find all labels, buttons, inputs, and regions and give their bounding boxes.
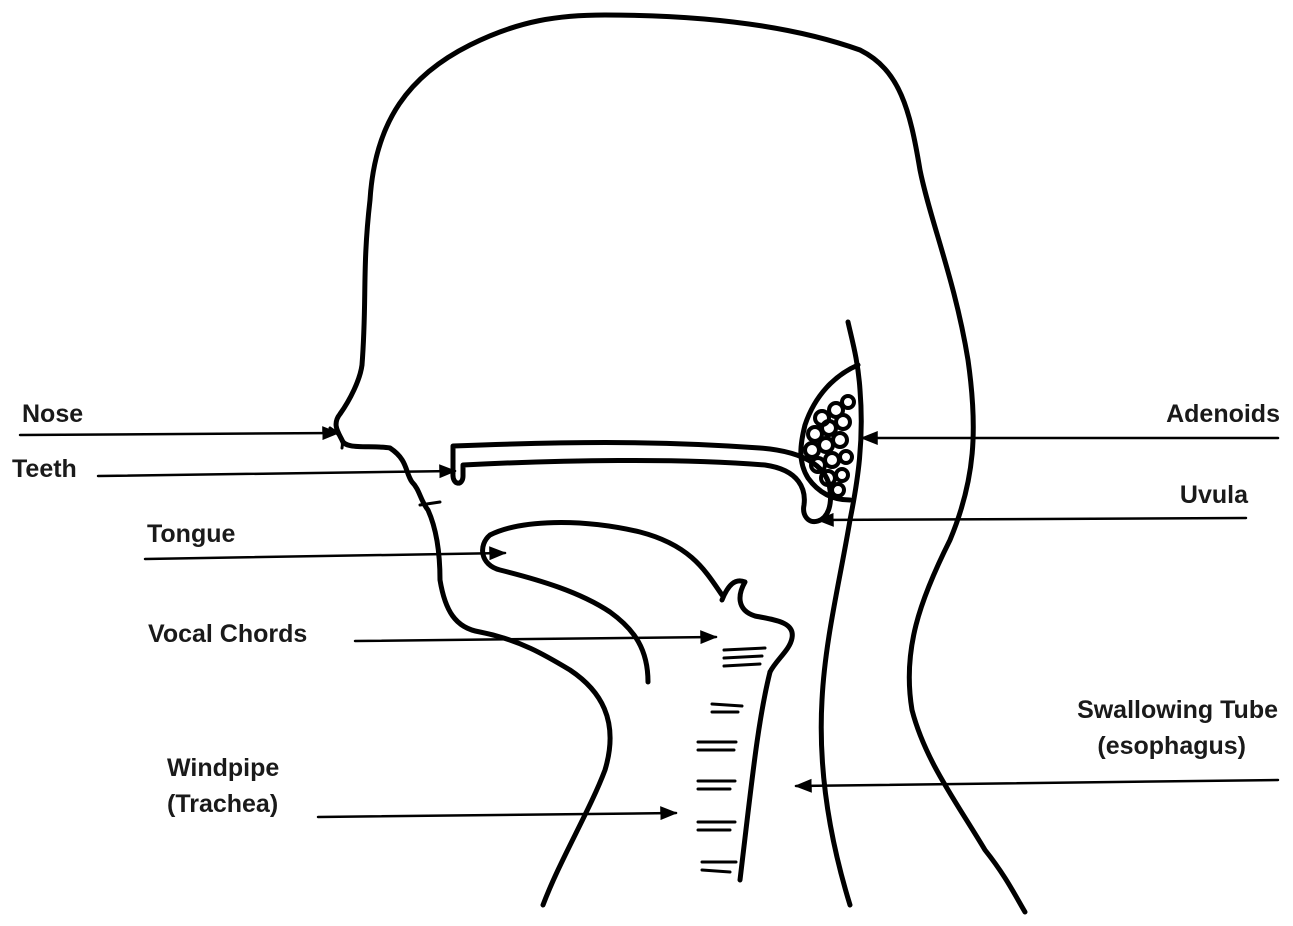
label-teeth: Teeth xyxy=(12,455,77,483)
vocal-chords-leader xyxy=(355,637,716,641)
palate xyxy=(453,443,831,522)
label-esophagus: (esophagus) xyxy=(1097,732,1246,760)
label-windpipe: Windpipe xyxy=(167,754,279,782)
label-tongue: Tongue xyxy=(147,520,235,548)
nose-leader xyxy=(20,433,338,435)
label-trachea: (Trachea) xyxy=(167,790,278,818)
uvula-leader xyxy=(818,518,1246,520)
label-swallowing-tube: Swallowing Tube xyxy=(1077,696,1278,724)
head-profile-outline xyxy=(336,15,1025,912)
tongue xyxy=(483,523,722,682)
label-adenoids: Adenoids xyxy=(1166,400,1280,428)
windpipe-leader xyxy=(318,813,676,817)
teeth-leader xyxy=(98,471,455,476)
label-uvula: Uvula xyxy=(1180,481,1249,509)
trachea-front-wall xyxy=(740,672,770,880)
esophagus-leader xyxy=(796,780,1278,786)
label-nose: Nose xyxy=(22,400,83,428)
nostril xyxy=(330,428,342,448)
tongue-leader xyxy=(145,553,505,559)
label-vocal-chords: Vocal Chords xyxy=(148,620,307,648)
